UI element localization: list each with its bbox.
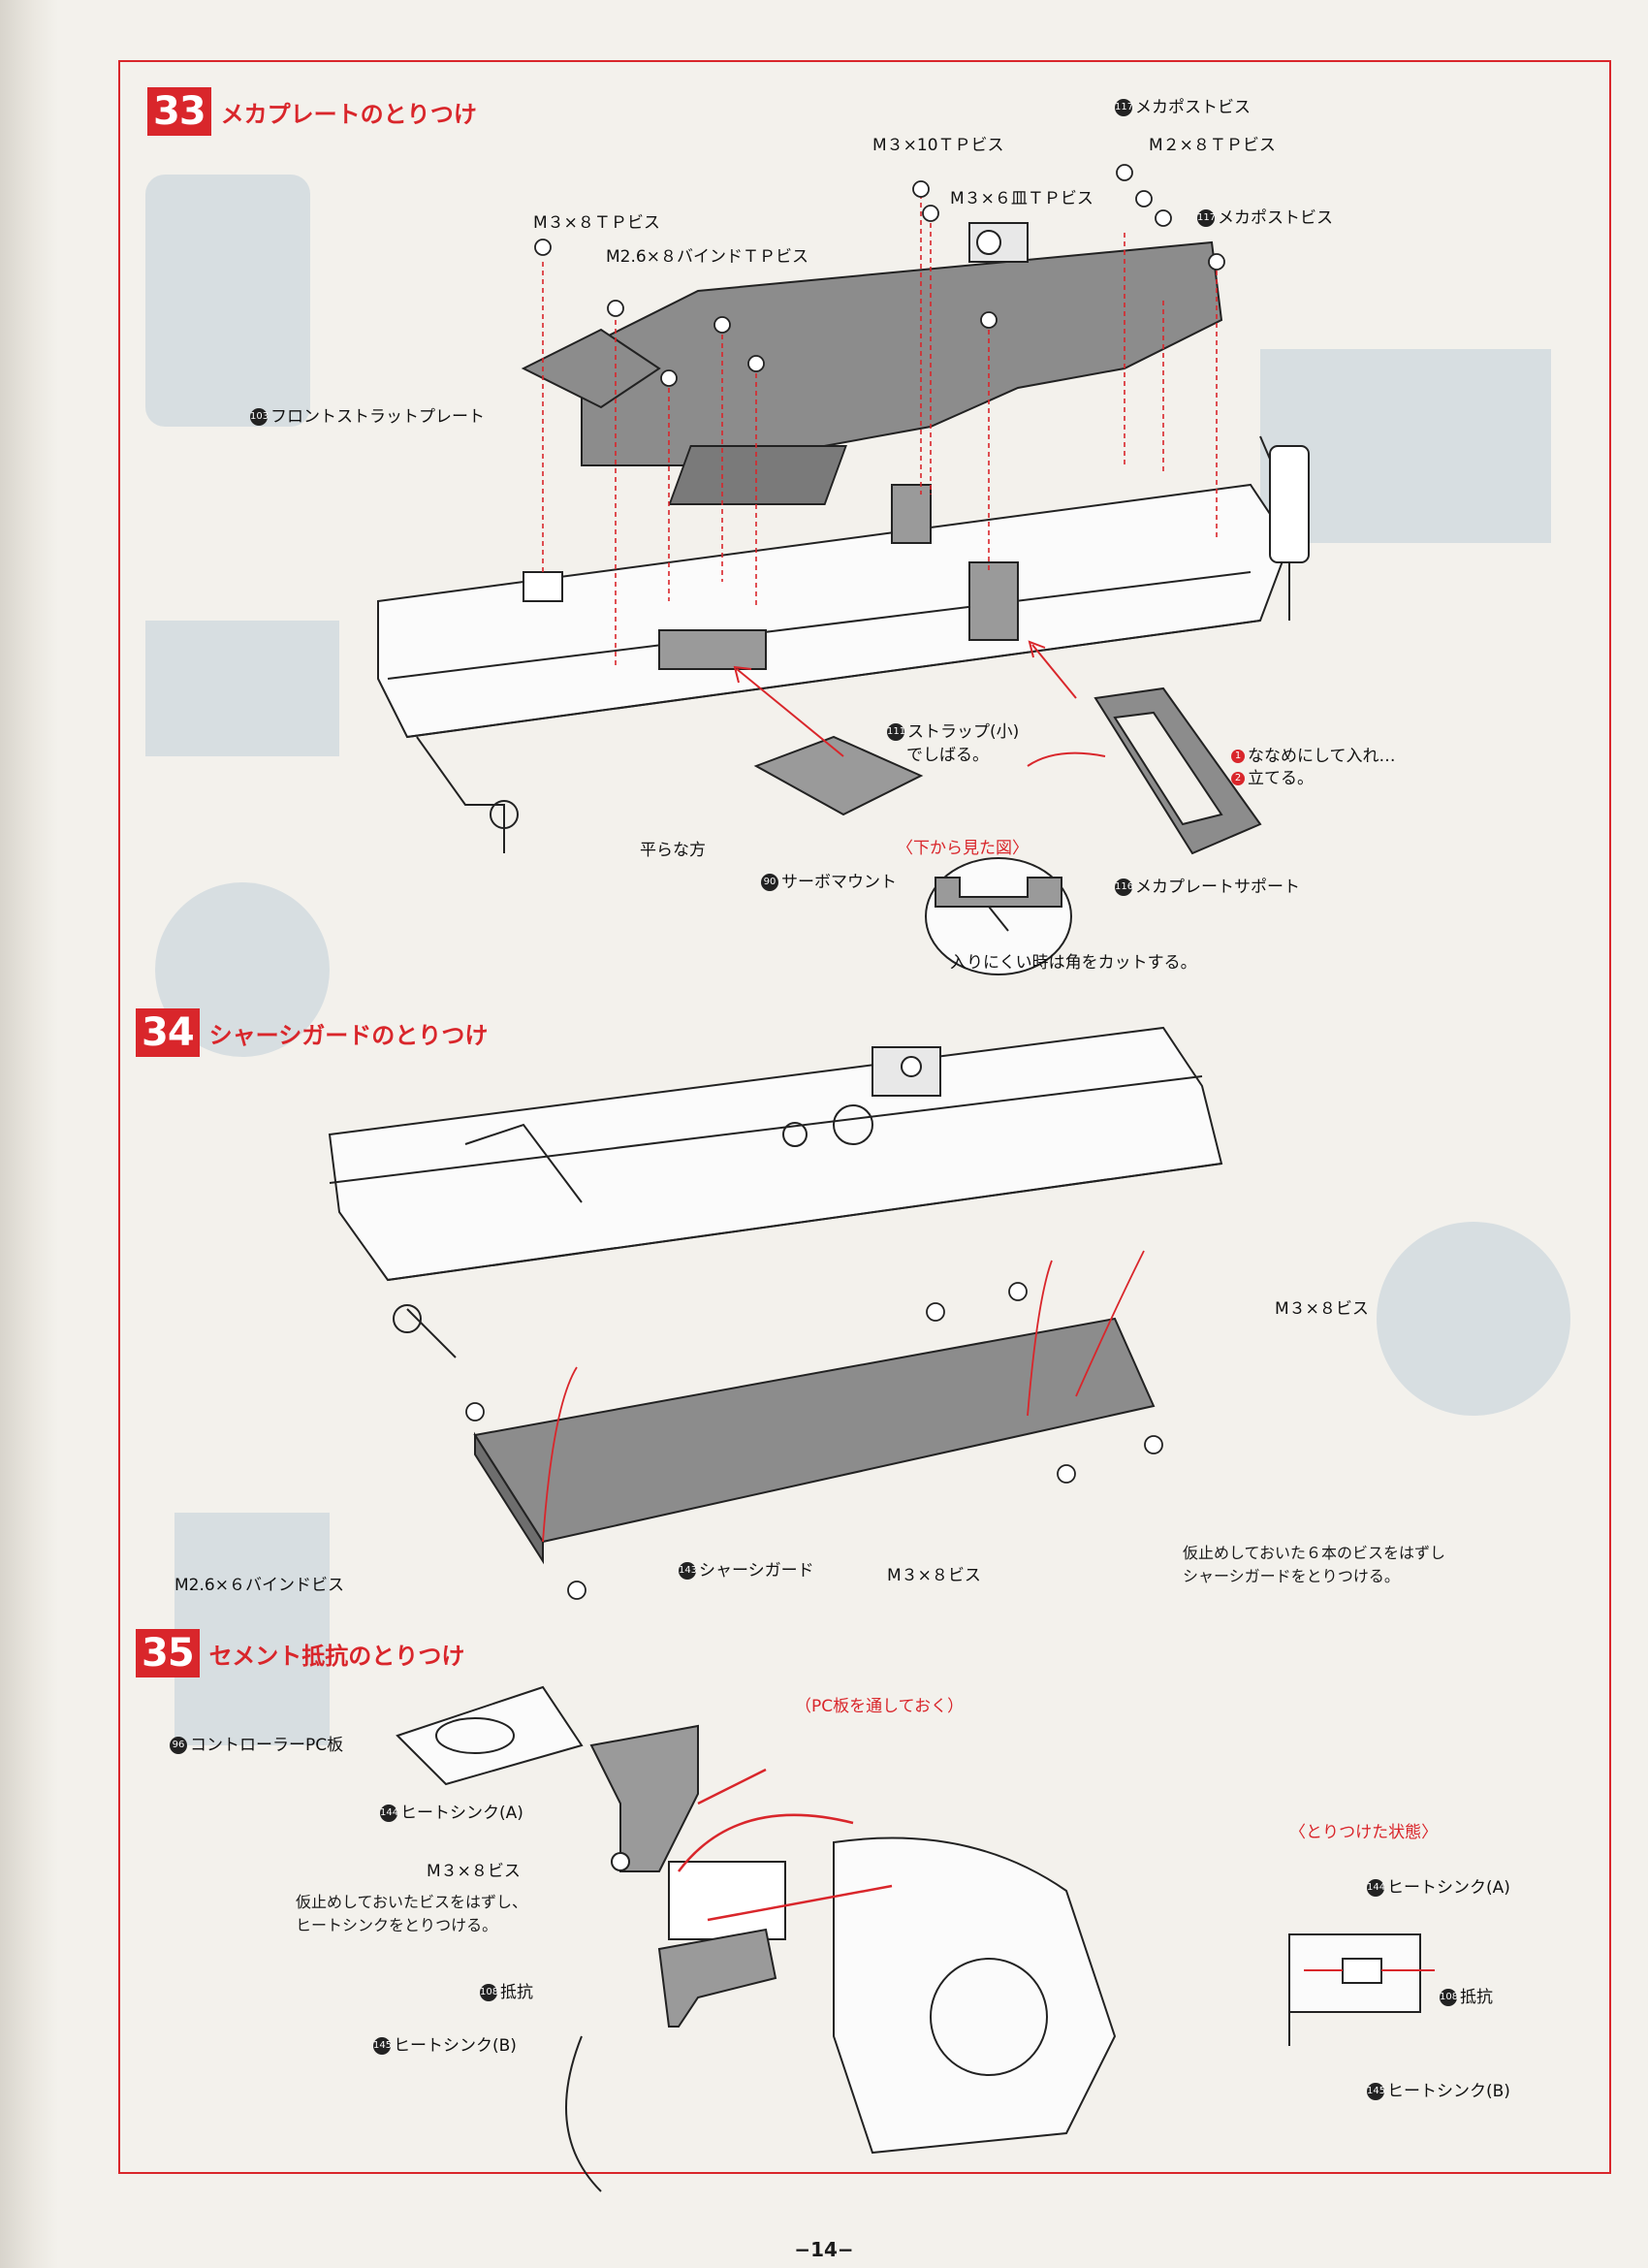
label-m26x6-bind-screw: M2.6×６バインドビス — [174, 1576, 344, 1595]
label-m3x10tp-screw: M３×10ＴＰビス — [872, 136, 1004, 155]
label-bottom-view: 〈下から見た図〉 — [897, 839, 1029, 858]
section-34-header: 34 シャーシガードのとりつけ — [136, 1008, 488, 1057]
heatsink-a-drawing — [589, 1724, 699, 1872]
servo-mount-drawing — [753, 735, 924, 816]
lower-chassis-drawing — [377, 435, 1310, 853]
section-35-header: 35 セメント抵抗のとりつけ — [136, 1629, 464, 1677]
label-strap-tie: でしばる。 — [906, 746, 989, 765]
installed-inset-drawing — [1288, 1933, 1435, 2046]
label-m3x6-dish-screw: M３×６皿ＴＰビス — [950, 189, 1093, 208]
label-cut-corner: 入りにくい時は角をカットする。 — [950, 953, 1197, 973]
controller-pc-drawing — [396, 1685, 584, 1786]
label-m3x8-screw: M３×８ビス — [427, 1862, 521, 1881]
page-binding-edge — [0, 0, 58, 2268]
label-m3x8tp-screw: M３×８ＴＰビス — [533, 213, 660, 233]
section-number: 35 — [136, 1629, 200, 1677]
label-m26x8-bind-screw: M2.6×８バインドＴＰビス — [606, 247, 808, 267]
note-chassis-guard: 仮止めしておいた６本のビスをはずし シャーシガードをとりつける。 — [1183, 1544, 1446, 1585]
mecha-plate-drawing — [521, 222, 1223, 505]
page-number: −14− — [794, 2238, 854, 2261]
chassis-guard-drawing — [473, 1317, 1156, 1544]
label-m2x8tp-screw: M２×８ＴＰビス — [1149, 136, 1276, 155]
label-m3x8-screw-right: M３×８ビス — [1275, 1299, 1369, 1319]
label-installed-state: 〈とりつけた状態〉 — [1289, 1823, 1439, 1842]
page-frame — [118, 60, 1611, 2174]
chassis-assembly-drawing — [328, 1026, 1223, 1358]
section-title: シャーシガードのとりつけ — [208, 1021, 489, 1049]
label-pc-board-note: （PC板を通しておく） — [795, 1697, 965, 1716]
section-number: 33 — [147, 87, 211, 136]
section-number: 34 — [136, 1008, 200, 1057]
label-flat-side: 平らな方 — [640, 841, 706, 860]
heatsink-b-drawing — [657, 1928, 777, 2028]
section-title: セメント抵抗のとりつけ — [208, 1642, 465, 1670]
section-33-header: 33 メカプレートのとりつけ — [147, 87, 477, 136]
note-heatsink: 仮止めしておいたビスをはずし、 ヒートシンクをとりつける。 — [296, 1893, 528, 1934]
label-m3x8-screw-bottom: M３×８ビス — [887, 1566, 981, 1585]
resistor-drawing — [668, 1861, 786, 1940]
motor-drawing — [833, 1837, 1117, 2155]
section-title: メカプレートのとりつけ — [220, 100, 477, 128]
